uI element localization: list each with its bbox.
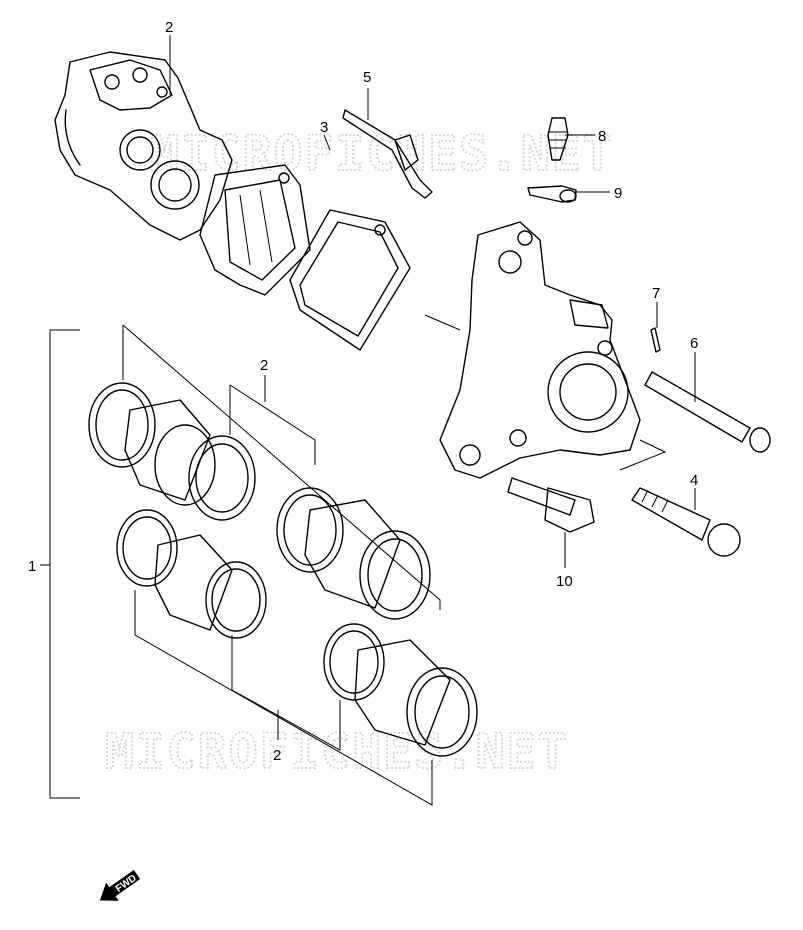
- caliper-bolt: [631, 487, 741, 557]
- callout-6: 6: [690, 335, 698, 352]
- leader-lines: [40, 35, 696, 806]
- piston-seal-set-1: [88, 382, 256, 521]
- fwd-arrow: FWD: [99, 870, 141, 901]
- brake-pad-2: [289, 209, 411, 351]
- callout-10: 10: [556, 573, 573, 590]
- piston-seal-set-2: [276, 487, 431, 620]
- callout-4: 4: [690, 472, 698, 489]
- piston-seal-set-4: [323, 623, 478, 757]
- callout-1: 1: [28, 558, 36, 575]
- pad-spring: [342, 109, 433, 199]
- pad-pin: [644, 371, 771, 453]
- brake-pad-1: [199, 164, 311, 296]
- callout-9: 9: [614, 185, 622, 202]
- bleeder-screw: [547, 117, 569, 161]
- watermark-top: MICROFICHES.NET: [150, 126, 613, 182]
- caliper-housing: [424, 221, 667, 479]
- callout-8: 8: [598, 128, 606, 145]
- clip-pin: [650, 327, 661, 353]
- caliper-half-outer: [54, 51, 233, 241]
- callout-3: 3: [320, 119, 328, 136]
- watermark-bottom: MICROFICHES.NET: [105, 724, 568, 780]
- mounting-bolt: [507, 477, 595, 533]
- callout-2-top: 2: [165, 19, 173, 36]
- piston-seal-set-3: [116, 509, 267, 639]
- callout-5: 5: [363, 69, 371, 86]
- callout-2-bottom: 2: [273, 747, 281, 764]
- callout-2-mid: 2: [260, 357, 268, 374]
- bleeder-cap: [527, 185, 577, 203]
- callout-7: 7: [652, 285, 660, 302]
